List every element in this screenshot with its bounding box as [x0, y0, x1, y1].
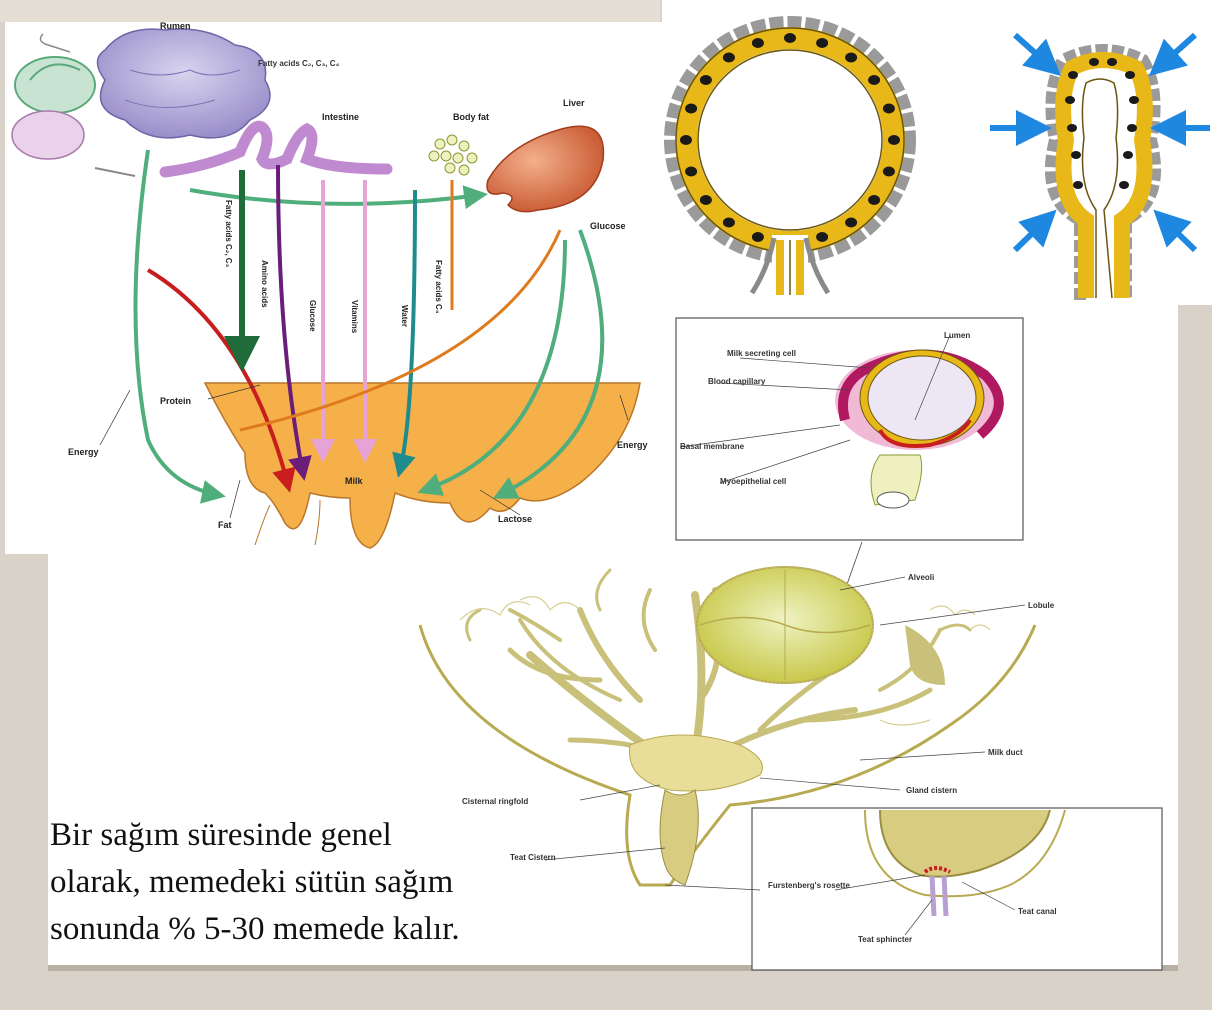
cell-nucleus	[752, 232, 764, 242]
cell-nucleus	[685, 104, 697, 114]
label-gland-cistern: Gland cistern	[906, 786, 957, 795]
label-arrow-water: Water	[400, 305, 409, 327]
cell-nucleus	[1129, 96, 1139, 104]
caption-line-1: Bir sağım süresinde genel	[50, 812, 570, 859]
cell-nucleus	[1068, 71, 1078, 79]
label-lumen: Lumen	[944, 331, 970, 340]
cell-nucleus	[1071, 151, 1081, 159]
cell-nucleus	[685, 167, 697, 177]
cell-nucleus	[883, 167, 895, 177]
label-milk-secreting-cell: Milk secreting cell	[727, 349, 796, 358]
caption-text: Bir sağım süresinde genel olarak, memede…	[50, 812, 570, 953]
cell-nucleus	[1089, 58, 1099, 66]
label-energy-left: Energy	[68, 447, 99, 457]
cell-nucleus	[1127, 124, 1137, 132]
cell-nucleus	[700, 195, 712, 205]
cell-nucleus	[868, 195, 880, 205]
label-energy-right: Energy	[617, 440, 648, 450]
cell-nucleus	[723, 53, 735, 63]
cell-nucleus	[784, 33, 796, 43]
cell-nucleus	[845, 218, 857, 228]
label-protein: Protein	[160, 396, 191, 406]
cell-nucleus	[700, 75, 712, 85]
cell-nucleus	[1065, 96, 1075, 104]
label-intestine: Intestine	[322, 112, 359, 122]
cell-nucleus	[1119, 181, 1129, 189]
caption-line-2: olarak, memedeki sütün sağım	[50, 859, 570, 906]
top-bar	[0, 0, 660, 22]
label-basal-membrane: Basal membrane	[680, 442, 745, 451]
caption-line-3: sonunda % 5-30 memede kalır.	[50, 906, 570, 953]
label-furstenbergs-rosette: Furstenberg's rosette	[768, 881, 850, 890]
cell-nucleus	[1073, 181, 1083, 189]
cell-nucleus	[752, 38, 764, 48]
label-myoepithelial-cell: Myoepithelial cell	[720, 477, 786, 486]
label-arrow-fatty-acids: Fatty acids C₂, C₃	[224, 200, 233, 268]
label-lobule: Lobule	[1028, 601, 1055, 610]
cell-nucleus	[816, 38, 828, 48]
label-teat-canal: Teat canal	[1018, 907, 1057, 916]
cell-nucleus	[816, 232, 828, 242]
label-milk-duct: Milk duct	[988, 748, 1023, 757]
label-teat-sphincter: Teat sphincter	[858, 935, 912, 944]
cell-nucleus	[680, 135, 692, 145]
label-rumen: Rumen	[160, 21, 191, 31]
cell-nucleus	[1107, 58, 1117, 66]
cell-nucleus	[888, 135, 900, 145]
label-alveoli: Alveoli	[908, 573, 934, 582]
cell-nucleus	[845, 53, 857, 63]
label-arrow-amino-acids: Amino acids	[260, 260, 269, 308]
label-glucose: Glucose	[590, 221, 626, 231]
label-lactose: Lactose	[498, 514, 532, 524]
label-arrow-fatty-acids-c4: Fatty acids C₄	[434, 260, 443, 314]
label-body-fat: Body fat	[453, 112, 489, 122]
cell-nucleus	[1123, 151, 1133, 159]
cell-nucleus	[1067, 124, 1077, 132]
label-arrow-glucose: Glucose	[308, 300, 317, 332]
label-milk: Milk	[345, 476, 363, 486]
cell-nucleus	[883, 104, 895, 114]
label-blood-capillary: Blood capillary	[708, 377, 766, 386]
alveoli-lobe	[697, 567, 873, 683]
cell-nucleus	[868, 75, 880, 85]
cell-nucleus	[723, 218, 735, 228]
label-arrow-vitamins: Vitamins	[350, 300, 359, 334]
cell-nucleus	[1125, 71, 1135, 79]
label-liver: Liver	[563, 98, 585, 108]
label-fatty-acids: Fatty acids C₂, C₃, C₄	[258, 59, 339, 68]
label-fat: Fat	[218, 520, 232, 530]
label-cisternal-ringfold: Cisternal ringfold	[462, 797, 528, 806]
